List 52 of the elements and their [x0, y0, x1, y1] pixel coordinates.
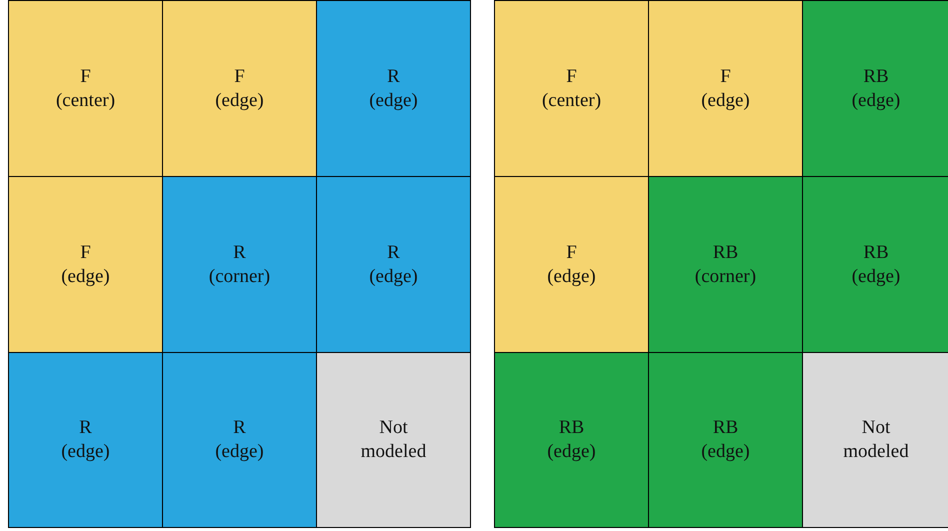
cell-label: (edge): [852, 264, 900, 288]
cell-label: (edge): [61, 264, 110, 288]
grid-cell: [162, 0, 317, 177]
cell-label: R: [387, 64, 400, 88]
cell-label: R: [387, 240, 400, 264]
cell-label: RB: [863, 240, 889, 264]
cell-label: (corner): [208, 264, 270, 288]
grid-cell: [648, 176, 803, 353]
cell-label: F: [566, 64, 577, 88]
cell-label: (edge): [547, 264, 596, 288]
grid-cell: [494, 176, 649, 353]
grid-cell: [8, 0, 163, 177]
cell-label: RB: [712, 416, 738, 440]
cell-label: (edge): [369, 264, 418, 288]
cell-label: (edge): [701, 440, 750, 464]
cell-label: Not modeled: [360, 416, 428, 464]
grid-cell: [494, 0, 649, 177]
cell-label: (edge): [61, 440, 110, 464]
grid-cell: [316, 352, 471, 528]
cell-label: F: [80, 64, 91, 88]
cell-label: (edge): [215, 88, 264, 112]
cell-label: R: [233, 240, 246, 264]
cell-label: (corner): [694, 264, 756, 288]
cell-label: R: [79, 416, 92, 440]
cell-label: Not modeled: [842, 416, 910, 464]
cell-label: F: [80, 240, 91, 264]
grid-cell: [162, 176, 317, 353]
grid-cell: [494, 352, 649, 528]
grid-cell: [8, 176, 163, 353]
grid-cell: [802, 0, 948, 177]
grid-cell: [802, 176, 948, 353]
cell-label: F: [234, 64, 245, 88]
cell-label: F: [720, 64, 731, 88]
cell-label: (center): [542, 88, 602, 112]
cell-label: (center): [56, 88, 116, 112]
cell-label: F: [566, 240, 577, 264]
grid-cell: [162, 352, 317, 528]
grid-cell: [648, 352, 803, 528]
cell-label: (edge): [369, 88, 418, 112]
grid-cell: [316, 0, 471, 177]
cell-label: (edge): [547, 440, 596, 464]
grid-cell: [8, 352, 163, 528]
cell-label: RB: [712, 240, 738, 264]
cell-label: (edge): [215, 440, 264, 464]
cell-label: (edge): [701, 88, 750, 112]
cell-label: (edge): [852, 88, 900, 112]
cell-label: RB: [558, 416, 584, 440]
grid-cell: [316, 176, 471, 353]
grid-cell: [802, 352, 948, 528]
cell-label: R: [233, 416, 246, 440]
cell-label: RB: [863, 64, 889, 88]
grid-cell: [648, 0, 803, 177]
